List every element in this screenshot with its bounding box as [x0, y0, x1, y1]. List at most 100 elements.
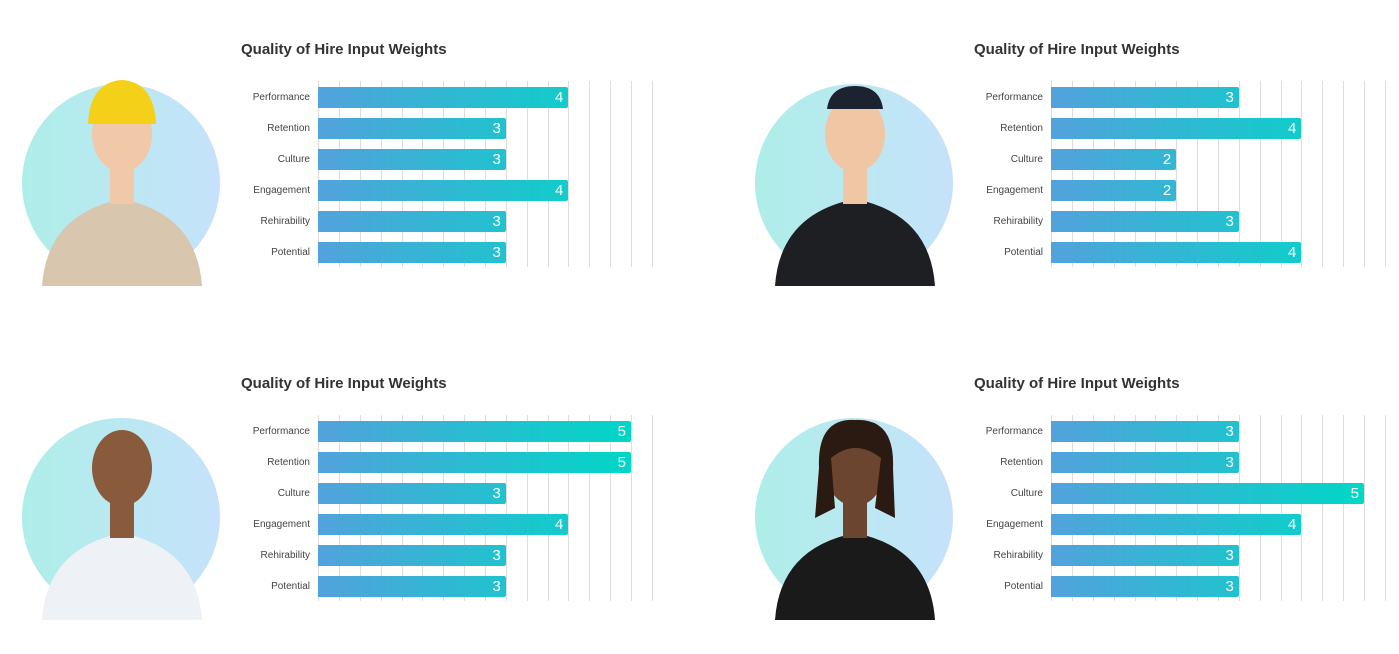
category-label: Potential: [271, 581, 310, 592]
gridline: [1155, 81, 1157, 267]
gridline: [359, 415, 361, 601]
value-label: 3: [492, 213, 501, 230]
value-label: 3: [1225, 454, 1234, 471]
category-label: Culture: [1010, 488, 1043, 499]
category-label: Performance: [985, 92, 1043, 103]
gridline: [1217, 415, 1219, 601]
bar: 3: [1051, 211, 1239, 232]
value-label: 3: [1225, 423, 1234, 440]
gridline: [1343, 415, 1345, 601]
plot-area: Performance 3 Retention 4 Culture 2 Enga…: [986, 81, 1391, 267]
gridline: [1364, 415, 1365, 601]
gridline: [338, 415, 340, 601]
gridline: [359, 81, 361, 267]
category-label: Engagement: [986, 185, 1043, 196]
category-label: Potential: [1004, 247, 1043, 258]
category-label: Potential: [1004, 581, 1043, 592]
category-label: Retention: [1000, 123, 1043, 134]
bar: 2: [1051, 180, 1177, 201]
bar: 3: [318, 211, 506, 232]
gridline: [1280, 81, 1282, 267]
bar: 3: [318, 576, 506, 597]
gridline: [1322, 415, 1324, 601]
gridline: [1113, 415, 1115, 601]
bar: 3: [318, 118, 506, 139]
gridline: [1197, 81, 1199, 267]
gridline: [1197, 415, 1199, 601]
gridline: [1134, 415, 1136, 601]
bar: 4: [318, 514, 569, 535]
gridline: [1238, 81, 1240, 267]
bar: 3: [1051, 421, 1239, 442]
bar: 5: [318, 421, 631, 442]
gridline: [1322, 81, 1324, 267]
value-label: 4: [555, 516, 564, 533]
gridline: [338, 81, 340, 267]
gridline: [1364, 81, 1365, 267]
person-icon: [775, 419, 935, 620]
category-label: Rehirability: [993, 216, 1043, 227]
bar: 4: [1051, 514, 1302, 535]
person-icon: [42, 80, 202, 286]
gridline: [401, 81, 403, 267]
gridline: [547, 81, 549, 267]
chart-title: Quality of Hire Input Weights: [241, 41, 447, 58]
category-label: Engagement: [253, 519, 310, 530]
chart-panel: Quality of Hire Input Weights Performanc…: [733, 0, 1399, 320]
bar: 3: [1051, 545, 1239, 566]
value-label: 2: [1162, 151, 1172, 168]
bar: 5: [1051, 483, 1364, 504]
gridline: [1051, 415, 1052, 601]
gridline: [568, 81, 570, 267]
value-label: 4: [555, 182, 564, 199]
gridline: [484, 415, 486, 601]
gridline: [318, 415, 319, 601]
chart-panel: Quality of Hire Input Weights Performanc…: [0, 0, 700, 320]
category-label: Performance: [985, 426, 1043, 437]
gridline: [464, 81, 466, 267]
gridline: [1343, 81, 1345, 267]
category-label: Retention: [1000, 457, 1043, 468]
category-label: Culture: [277, 154, 310, 165]
category-label: Engagement: [253, 185, 310, 196]
gridline: [631, 81, 632, 267]
person-icon: [42, 430, 202, 620]
person-photo: [755, 418, 953, 620]
bar: 3: [318, 149, 506, 170]
gridline: [1384, 415, 1386, 601]
gridline: [526, 415, 528, 601]
gridline: [1259, 81, 1261, 267]
gridline: [380, 415, 382, 601]
gridline: [1301, 415, 1303, 601]
gridline: [631, 415, 632, 601]
gridline: [1071, 415, 1073, 601]
gridline: [1155, 415, 1157, 601]
gridline: [610, 81, 612, 267]
value-label: 5: [1350, 485, 1359, 502]
category-label: Potential: [271, 247, 310, 258]
gridline: [1384, 81, 1386, 267]
chart-title: Quality of Hire Input Weights: [974, 375, 1180, 392]
gridline: [526, 81, 528, 267]
gridline: [610, 415, 612, 601]
value-label: 3: [492, 547, 501, 564]
bar: 3: [318, 483, 506, 504]
value-label: 5: [617, 454, 626, 471]
gridline: [651, 415, 653, 601]
gridline: [484, 81, 486, 267]
value-label: 4: [1288, 516, 1297, 533]
gridline: [651, 81, 653, 267]
value-label: 3: [1225, 578, 1234, 595]
bar: 5: [318, 452, 631, 473]
bar: 4: [318, 180, 569, 201]
chart-panel: Quality of Hire Input Weights Performanc…: [0, 334, 700, 654]
gridline: [547, 415, 549, 601]
gridline: [1092, 415, 1094, 601]
value-label: 5: [617, 423, 626, 440]
gridline: [422, 415, 424, 601]
gridline: [589, 415, 591, 601]
category-label: Retention: [267, 123, 310, 134]
bar: 3: [1051, 452, 1239, 473]
category-label: Rehirability: [260, 550, 310, 561]
gridline: [1238, 415, 1240, 601]
